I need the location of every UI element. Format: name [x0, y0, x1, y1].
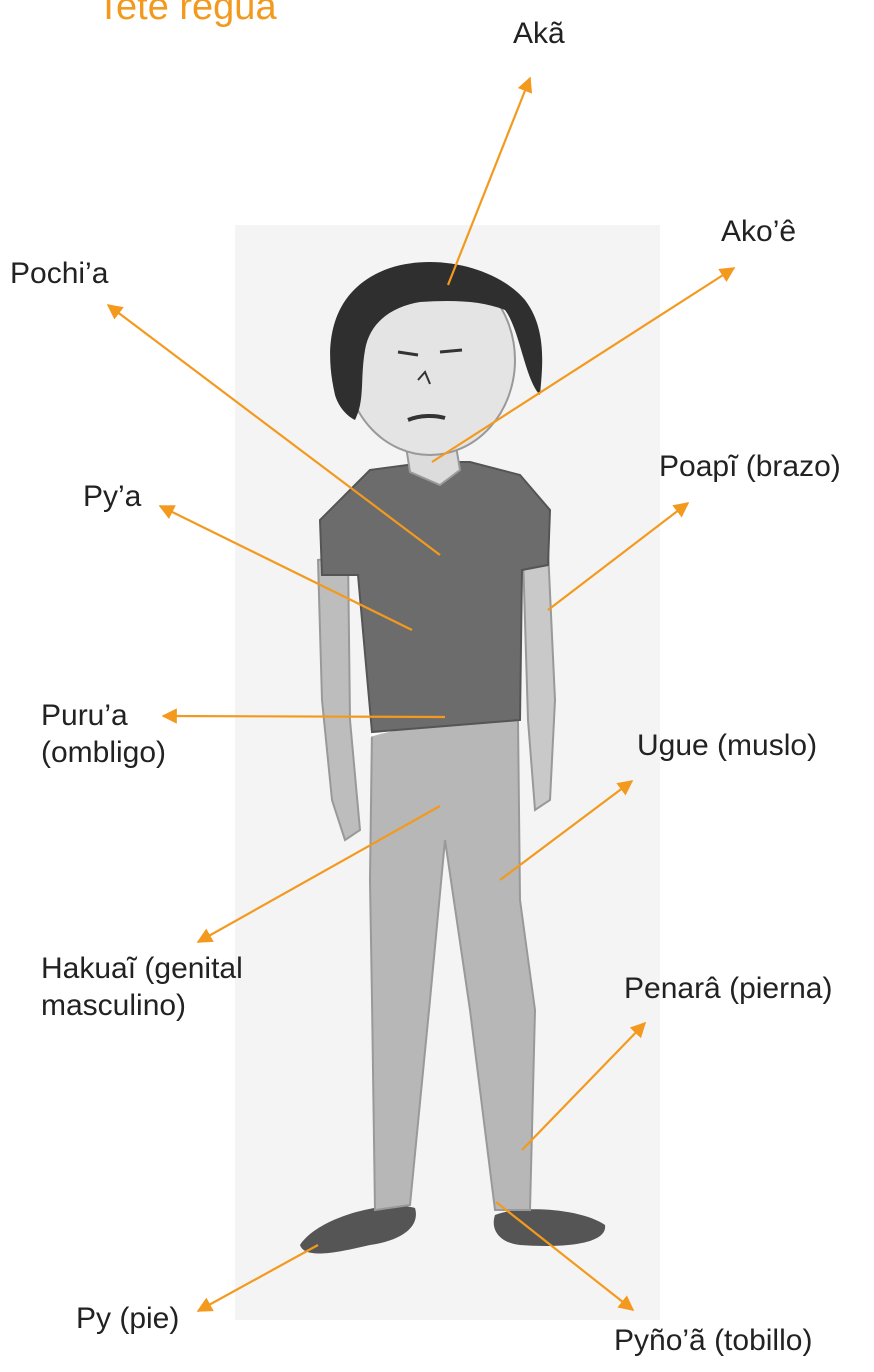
label-aka: Akã: [513, 15, 565, 52]
label-penara: Penarâ (pierna): [624, 970, 832, 1007]
label-hakuai-line1: Hakuaĩ (genital: [41, 950, 243, 987]
label-pochia: Pochi’a: [10, 255, 108, 292]
label-akoe: Ako’ê: [721, 213, 796, 250]
label-pynoa: Pyño’ã (tobillo): [614, 1322, 812, 1359]
label-pya: Py’a: [83, 478, 141, 515]
label-purua: Puru’a (ombligo): [41, 697, 166, 771]
arrow-purua: [163, 716, 445, 717]
label-poapi: Poapĩ (brazo): [659, 448, 841, 485]
label-ugue: Ugue (muslo): [637, 727, 817, 764]
label-py: Py (pie): [76, 1300, 179, 1337]
label-hakuai-line2: masculino): [41, 987, 243, 1024]
label-purua-line2: (ombligo): [41, 734, 166, 771]
label-purua-line1: Puru’a: [41, 697, 166, 734]
label-hakuai: Hakuaĩ (genital masculino): [41, 950, 243, 1024]
